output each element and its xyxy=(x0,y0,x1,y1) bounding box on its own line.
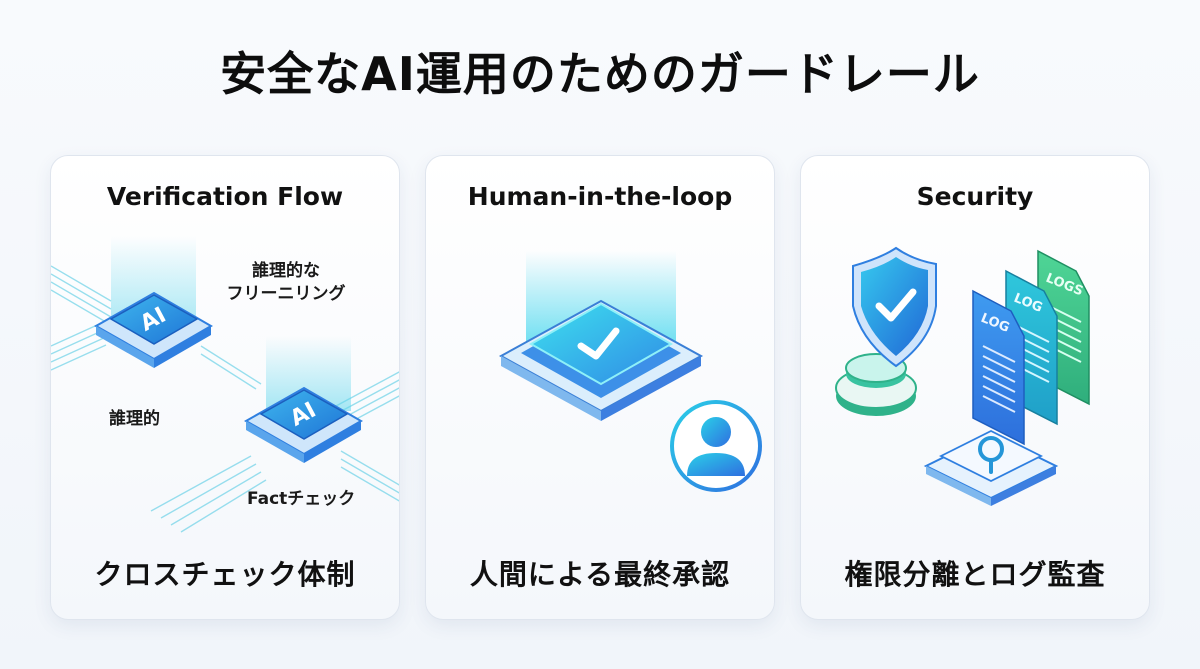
ai-chip-icon: AI xyxy=(93,291,213,368)
user-avatar-icon xyxy=(670,400,762,492)
card-caption: 権限分離とログ監査 xyxy=(844,558,1106,591)
shield-check-icon xyxy=(852,246,937,368)
label-reasoning-learning: 誰理的な フリーニリング xyxy=(211,260,361,306)
shield-pedestal xyxy=(835,353,917,416)
label-fact-check: Factチェック xyxy=(247,489,356,509)
ai-chip-icon: AI xyxy=(243,386,363,463)
label-reasoning: 誰理的 xyxy=(109,409,160,429)
card-title: Verification Flow xyxy=(106,182,344,211)
card-verification-flow: Verification Flow xyxy=(50,155,400,620)
approval-check-icon xyxy=(498,299,704,421)
search-icon xyxy=(923,429,1059,506)
card-caption: クロスチェック体制 xyxy=(94,558,356,591)
page-title: 安全なAI運用のためのガードレール xyxy=(220,47,980,101)
security-illustration: LOGS LOG LOG xyxy=(835,246,1090,506)
verification-flow-illustration: AI AI xyxy=(51,236,399,533)
human-in-the-loop-illustration xyxy=(498,251,762,492)
label-line: フリーニリング xyxy=(226,283,346,304)
card-caption: 人間による最終承認 xyxy=(469,558,731,591)
card-title: Security xyxy=(916,182,1034,211)
log-document-icon: LOG xyxy=(972,289,1025,446)
label-line: 誰理的な xyxy=(252,261,320,281)
card-security: Security xyxy=(800,155,1150,620)
card-title: Human-in-the-loop xyxy=(467,182,733,211)
card-human-in-the-loop: Human-in-the-loop xyxy=(425,155,775,620)
